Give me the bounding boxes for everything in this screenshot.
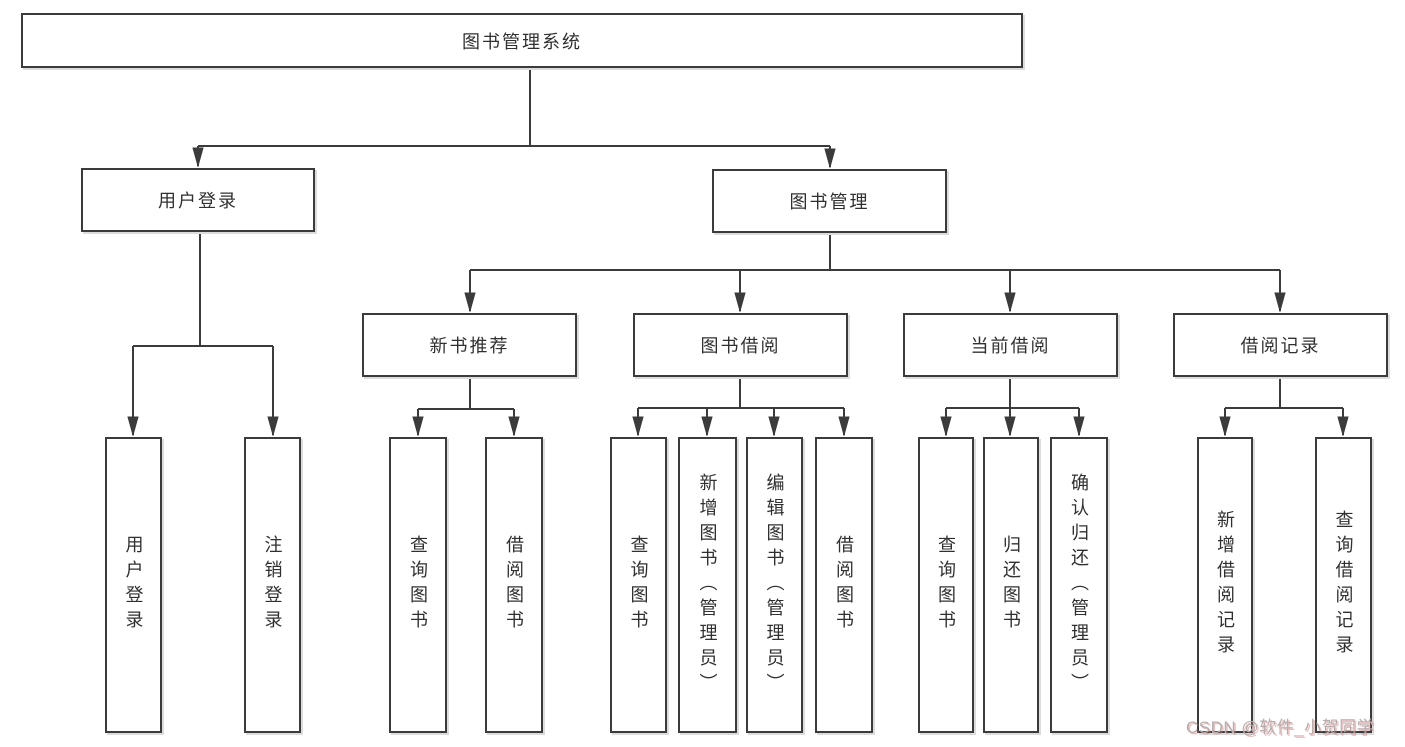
leaf-user-login: 用户登录 bbox=[105, 437, 162, 733]
leaf-label: 查询图书 bbox=[408, 535, 428, 635]
node-book-management: 图书管理 bbox=[712, 169, 947, 233]
leaf-recommend-query-books: 查询图书 bbox=[389, 437, 447, 733]
leaf-label: 编辑图书（管理员） bbox=[764, 472, 785, 698]
leaf-current-confirm-return-admin: 确认归还（管理员） bbox=[1050, 437, 1108, 733]
node-label: 用户登录 bbox=[158, 191, 238, 211]
leaf-recommend-borrow-books: 借阅图书 bbox=[485, 437, 543, 733]
node-borrowing-records: 借阅记录 bbox=[1173, 313, 1388, 377]
leaf-label: 新增借阅记录 bbox=[1215, 510, 1235, 660]
leaf-label: 用户登录 bbox=[123, 535, 144, 635]
leaf-label: 查询借阅记录 bbox=[1333, 510, 1354, 660]
node-label: 借阅记录 bbox=[1240, 336, 1321, 356]
leaf-label: 查询图书 bbox=[936, 535, 956, 635]
leaf-records-add-record: 新增借阅记录 bbox=[1197, 437, 1253, 733]
leaf-borrow-edit-books-admin: 编辑图书（管理员） bbox=[746, 437, 803, 733]
leaf-borrow-add-books-admin: 新增图书（管理员） bbox=[678, 437, 737, 733]
leaf-current-return-books: 归还图书 bbox=[983, 437, 1039, 733]
node-label: 图书管理 bbox=[789, 192, 870, 212]
node-current-borrowing: 当前借阅 bbox=[903, 313, 1118, 377]
node-book-borrowing: 图书借阅 bbox=[633, 313, 848, 377]
leaf-borrow-borrow-books: 借阅图书 bbox=[815, 437, 873, 733]
node-label: 图书管理系统 bbox=[462, 31, 582, 52]
node-user-login: 用户登录 bbox=[81, 168, 315, 232]
node-label: 图书借阅 bbox=[700, 336, 781, 356]
leaf-current-query-books: 查询图书 bbox=[918, 437, 974, 733]
leaf-borrow-query-books: 查询图书 bbox=[610, 437, 667, 733]
leaf-label: 查询图书 bbox=[628, 535, 649, 635]
leaf-label: 新增图书（管理员） bbox=[697, 472, 718, 698]
node-label: 新书推荐 bbox=[429, 336, 510, 356]
node-new-book-recommendation: 新书推荐 bbox=[362, 313, 577, 377]
leaf-label: 确认归还（管理员） bbox=[1069, 472, 1089, 698]
leaf-label: 注销登录 bbox=[262, 535, 283, 635]
leaf-label: 借阅图书 bbox=[504, 535, 524, 635]
leaf-logout-login: 注销登录 bbox=[244, 437, 301, 733]
leaf-label: 归还图书 bbox=[1001, 535, 1021, 635]
node-label: 当前借阅 bbox=[970, 336, 1051, 356]
leaf-records-query-record: 查询借阅记录 bbox=[1315, 437, 1372, 733]
csdn-watermark: CSDN @软件_小贺同学 bbox=[1186, 718, 1375, 737]
leaf-label: 借阅图书 bbox=[834, 535, 854, 635]
node-library-management-system: 图书管理系统 bbox=[21, 13, 1023, 68]
